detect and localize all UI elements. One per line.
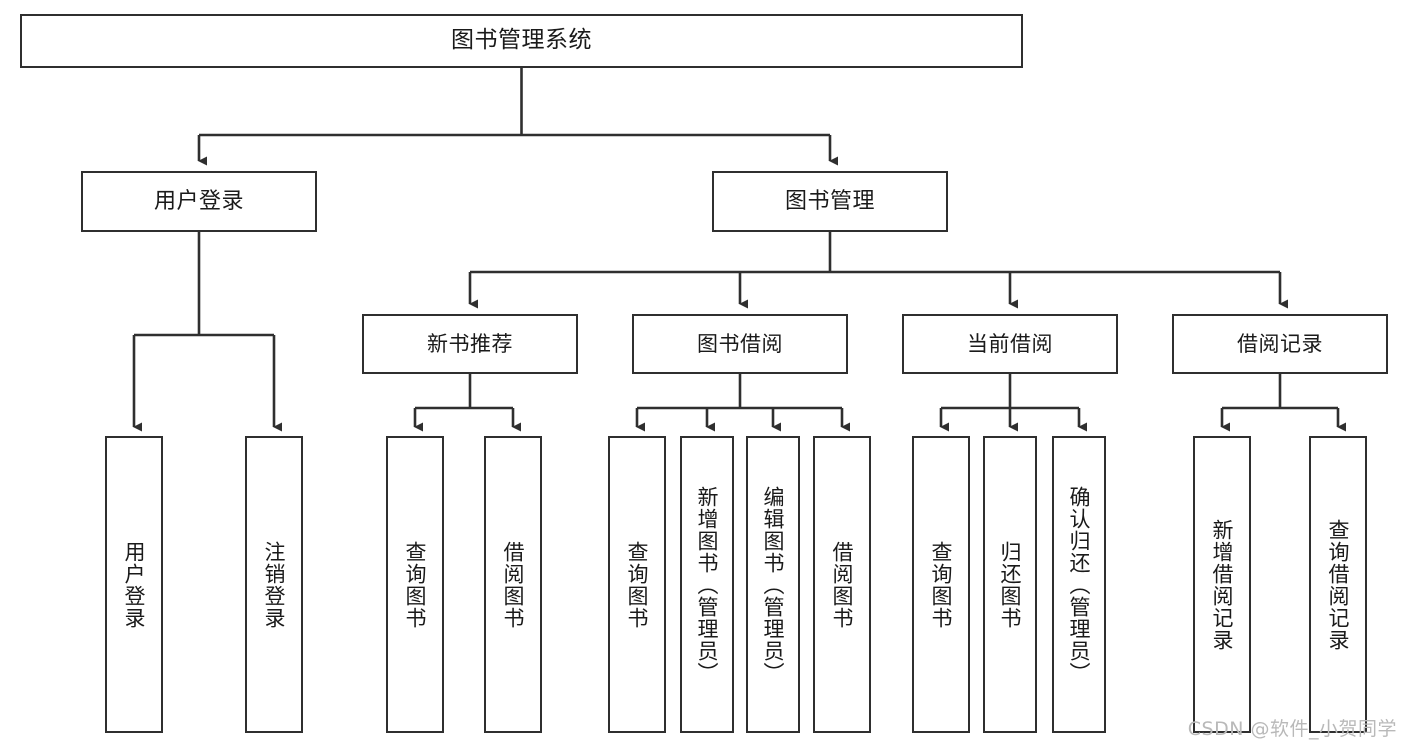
leaf-new-book-query-book[interactable]: 查询图书 [386,436,444,733]
leaf-current-borrow-query-book[interactable]: 查询图书 [912,436,970,733]
node-label: 查询图书 [403,540,428,629]
leaf-current-borrow-confirm-return-admin[interactable]: 确认归还（管理员） [1052,436,1106,733]
node-label: 归还图书 [998,540,1023,629]
watermark: CSDN @软件_小贺同学 [1187,718,1397,740]
leaf-borrow-record-query-record[interactable]: 查询借阅记录 [1309,436,1367,733]
leaf-borrow-record-add-record[interactable]: 新增借阅记录 [1193,436,1251,733]
node-label: 用户登录 [122,540,147,629]
node-label: 编辑图书（管理员） [761,485,786,684]
node-label: 借阅图书 [501,540,526,629]
node-label: 新增图书（管理员） [695,485,720,684]
node-new-book-recommend[interactable]: 新书推荐 [362,314,578,374]
leaf-new-book-borrow-book[interactable]: 借阅图书 [484,436,542,733]
node-user-login[interactable]: 用户登录 [81,171,317,232]
node-label: 借阅图书 [830,540,855,629]
leaf-book-borrow-add-book-admin[interactable]: 新增图书（管理员） [680,436,734,733]
node-label: 查询借阅记录 [1326,518,1351,651]
node-label: 图书管理 [784,188,875,214]
node-label: 确认归还（管理员） [1067,485,1092,684]
node-label: 注销登录 [262,540,287,629]
leaf-current-borrow-return-book[interactable]: 归还图书 [983,436,1037,733]
node-current-borrow[interactable]: 当前借阅 [902,314,1118,374]
leaf-book-borrow-query-book[interactable]: 查询图书 [608,436,666,733]
leaf-user-login-logout[interactable]: 注销登录 [245,436,303,733]
leaf-book-borrow-borrow-book[interactable]: 借阅图书 [813,436,871,733]
node-label: 用户登录 [153,188,244,214]
node-borrow-record[interactable]: 借阅记录 [1172,314,1388,374]
leaf-user-login-login[interactable]: 用户登录 [105,436,163,733]
leaf-book-borrow-edit-book-admin[interactable]: 编辑图书（管理员） [746,436,800,733]
node-book-management[interactable]: 图书管理 [712,171,948,232]
node-book-borrow[interactable]: 图书借阅 [632,314,848,374]
node-label: 借阅记录 [1237,331,1323,356]
node-label: 图书借阅 [697,331,783,356]
node-label: 查询图书 [929,540,954,629]
node-label: 当前借阅 [967,331,1053,356]
node-label: 新书推荐 [427,331,513,356]
node-root-book-management-system[interactable]: 图书管理系统 [20,14,1023,68]
node-label: 图书管理系统 [451,27,592,54]
node-label: 查询图书 [625,540,650,629]
node-label: 新增借阅记录 [1210,518,1235,651]
